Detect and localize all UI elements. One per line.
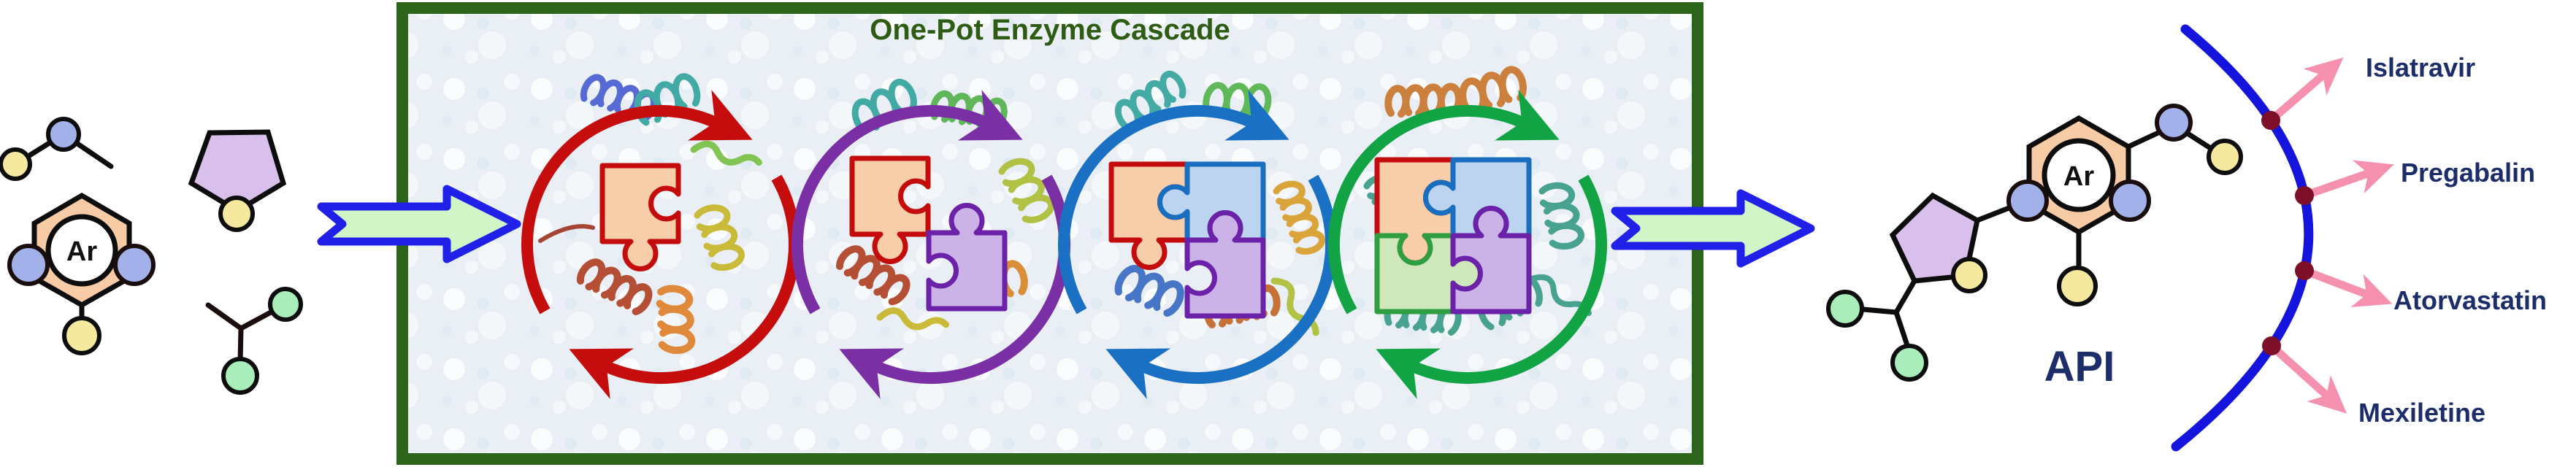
green-atom bbox=[1890, 344, 1928, 382]
drug-label-atorvastatin: Atorvastatin bbox=[2393, 285, 2547, 315]
drug-label-mexiletine: Mexiletine bbox=[2358, 398, 2485, 428]
green-atom bbox=[268, 287, 303, 322]
fragment-amine bbox=[0, 117, 114, 181]
drug-label-islatravir: Islatravir bbox=[2366, 53, 2475, 82]
product-arrow-4 bbox=[2267, 341, 2347, 414]
blue-atom bbox=[7, 244, 50, 286]
blue-atom bbox=[46, 117, 81, 152]
cycle-arrow-blue-top bbox=[1057, 90, 1289, 314]
enzyme-cycle-4 bbox=[1327, 69, 1608, 399]
yellow-atom bbox=[1951, 257, 1987, 293]
yellow-atom bbox=[2057, 266, 2098, 306]
ar-circle bbox=[45, 214, 118, 287]
branch-dot bbox=[2295, 261, 2314, 280]
inflow-arrow bbox=[317, 185, 521, 263]
yellow-atom bbox=[218, 196, 255, 232]
product-arrow-3 bbox=[2300, 266, 2393, 307]
api-molecule: Ar API bbox=[1826, 104, 2243, 390]
fragment-aryl: Ar bbox=[7, 192, 156, 355]
protein-ribbon-1 bbox=[538, 69, 759, 352]
api-label: API bbox=[2044, 343, 2115, 390]
branch-dot bbox=[2262, 336, 2281, 355]
yellow-atom bbox=[0, 147, 32, 181]
blue-atom bbox=[2006, 180, 2049, 222]
blue-atom bbox=[2155, 104, 2193, 142]
blue-atom bbox=[113, 244, 156, 286]
cycle-arrow-red-top bbox=[521, 90, 753, 314]
product-arc bbox=[2171, 24, 2314, 452]
ar-label: Ar bbox=[66, 236, 97, 267]
cycle-arrow-purple-top bbox=[791, 90, 1023, 314]
fragment-branched bbox=[205, 287, 303, 395]
pentagon-ring bbox=[1889, 192, 1980, 284]
product-fan: Islatravir Pregabalin Atorvastatin Mexil… bbox=[2171, 24, 2547, 452]
box-title: One-Pot Enzyme Cascade bbox=[870, 14, 1230, 46]
green-atom bbox=[221, 357, 259, 395]
drug-label-pregabalin: Pregabalin bbox=[2401, 158, 2535, 188]
product-arrow-2 bbox=[2300, 160, 2394, 200]
product-arrow-1 bbox=[2266, 57, 2344, 125]
branch-dot bbox=[2295, 186, 2314, 205]
outflow-arrow bbox=[1611, 189, 1815, 268]
ar-circle bbox=[2042, 138, 2116, 212]
pentagon-ring bbox=[188, 129, 287, 215]
cycle-arrow-green-bottom bbox=[1376, 174, 1608, 399]
ar-label: Ar bbox=[2063, 161, 2094, 192]
fragment-pentagon bbox=[188, 129, 287, 232]
yellow-atom bbox=[62, 316, 101, 355]
cycle-arrow-green-top bbox=[1327, 90, 1560, 314]
yellow-atom bbox=[2207, 139, 2243, 175]
branch-dot bbox=[2261, 111, 2280, 130]
blue-atom bbox=[2109, 180, 2151, 222]
substrate-fragments: Ar bbox=[0, 117, 303, 395]
green-atom bbox=[1826, 290, 1864, 328]
